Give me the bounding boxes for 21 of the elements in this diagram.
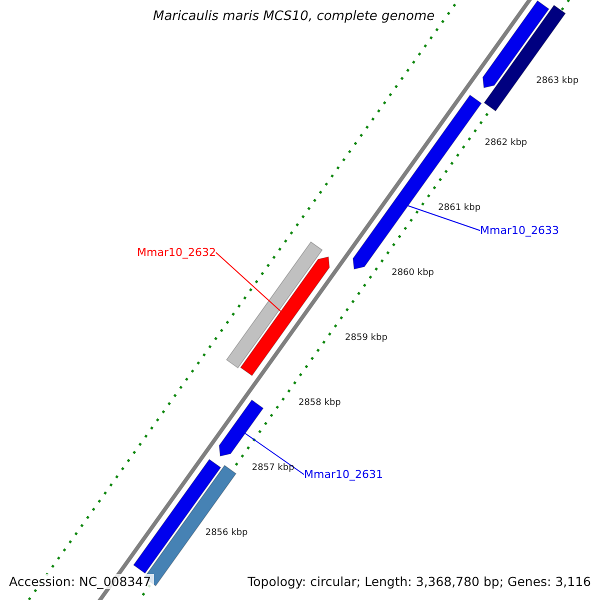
gene-label: Mmar10_2631 xyxy=(304,468,383,481)
gene-feature xyxy=(240,256,330,376)
scale-label: 2860 kbp xyxy=(392,268,434,278)
gene-feature xyxy=(226,241,323,368)
scale-label: 2861 kbp xyxy=(438,203,481,214)
scale-label: 2856 kbp xyxy=(205,528,248,538)
genome-info-text: Topology: circular; Length: 3,368,780 bp; Genes: 3,116 xyxy=(248,574,591,589)
scale-label: 2859 kbp xyxy=(345,333,388,344)
leader-line xyxy=(215,252,282,312)
leader-line xyxy=(244,432,304,475)
scale-label: 2857 kbp xyxy=(252,463,294,474)
gene-label: Mmar10_2632 xyxy=(137,246,216,259)
scale-label: 2863 kbp xyxy=(536,76,579,86)
diagram-title: Maricaulis maris MCS10, complete genome xyxy=(153,9,435,24)
gene-feature xyxy=(218,399,264,457)
scale-label: 2858 kbp xyxy=(298,398,341,408)
leader-line xyxy=(408,205,480,231)
scale-label: 2862 kbp xyxy=(484,138,528,148)
gene-feature xyxy=(352,94,482,270)
gene-label: Mmar10_2633 xyxy=(480,224,559,237)
accession-text: Accession: NC_008347 xyxy=(6,574,154,589)
